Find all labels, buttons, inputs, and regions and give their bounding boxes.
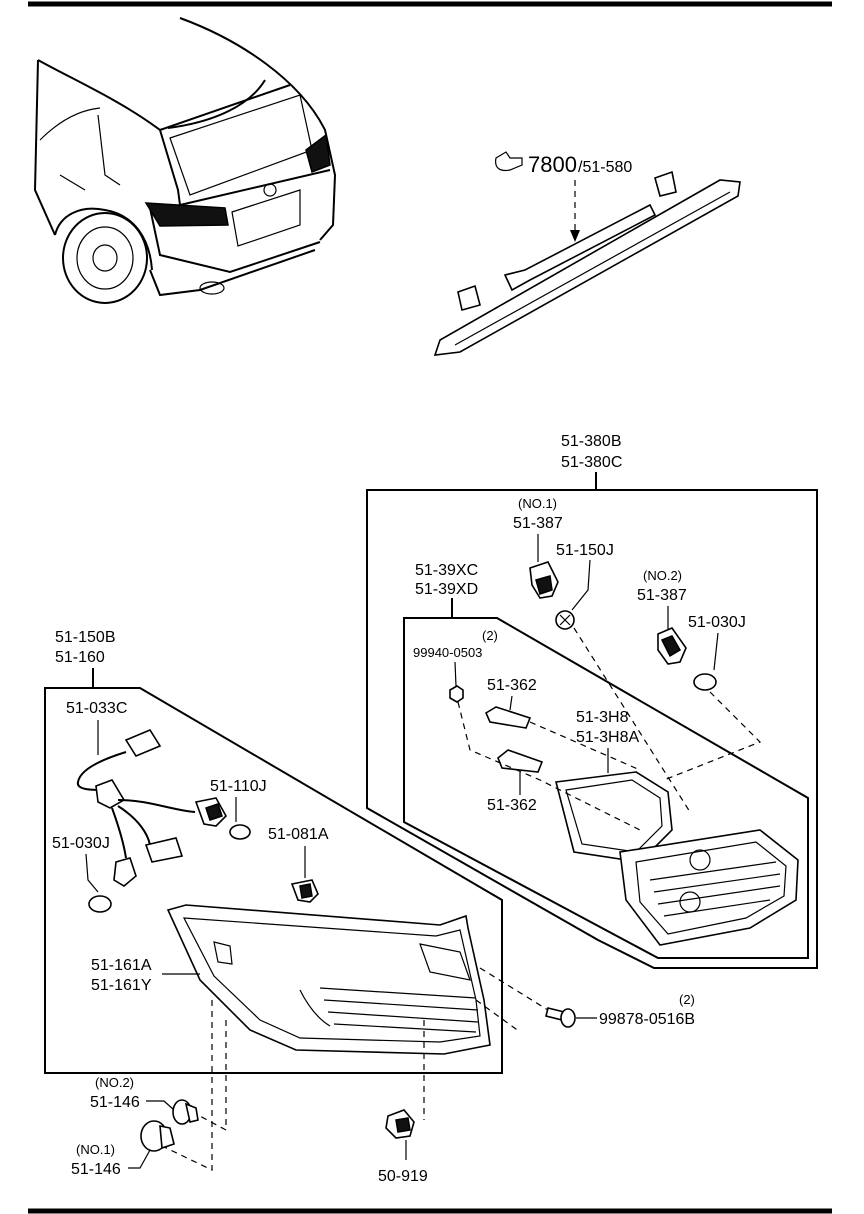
rear-wheel: [62, 212, 148, 304]
label-nut: 99940-0503: [413, 645, 482, 660]
label-grom-no1: 51-146: [71, 1161, 121, 1178]
vehicle-rear-illustration: [33, 17, 337, 304]
label-grom-no1-qty: (NO.1): [76, 1142, 115, 1157]
reference-note: 7800 /51-580: [495, 151, 632, 177]
bolt: [545, 1007, 576, 1028]
tail-lamp-right-highlight: [305, 133, 331, 174]
label-clip-919: 50-919: [378, 1168, 428, 1185]
pad-upper: [484, 706, 532, 729]
wire-harness: [76, 729, 227, 887]
pointing-hand-icon: [495, 151, 523, 172]
bulb-110j: [229, 824, 251, 840]
outer-tail-lamp: [166, 904, 491, 1055]
label-assy-150b: 51-150B: [55, 629, 116, 646]
label-lamp-161y: 51-161Y: [91, 977, 152, 994]
label-bolt-qty: (2): [679, 992, 695, 1007]
label-bulb-030j-upper: 51-030J: [688, 614, 746, 631]
assy-380-frame: [366, 489, 818, 969]
label-pad-lower: 51-362: [487, 797, 537, 814]
label-pad-upper: 51-362: [487, 677, 537, 694]
label-assy-380-a: 51-380B: [561, 433, 622, 450]
reference-sub: /51-580: [578, 159, 632, 176]
bulb-030j-lower: [88, 895, 112, 913]
high-mount-stop-lamp: [433, 170, 741, 356]
label-bulb-no1: 51-387: [513, 515, 563, 532]
nut-icon: [449, 685, 464, 703]
grommet-no2: [172, 1099, 199, 1125]
label-bolt: 99878-0516B: [599, 1011, 695, 1028]
label-grom-no2: 51-146: [90, 1094, 140, 1111]
inner-lamp: [619, 829, 799, 946]
label-socket-150j-upper: 51-150J: [556, 542, 614, 559]
label-nut-qty: (2): [482, 628, 498, 643]
label-grom-no2-qty: (NO.2): [95, 1075, 134, 1090]
reference-main: 7800: [528, 152, 577, 177]
label-lens-39-a: 51-39XC: [415, 562, 478, 579]
label-bulb-no2-qty: (NO.2): [643, 568, 682, 583]
pad-lower: [497, 749, 544, 773]
gasket: [554, 771, 673, 863]
grommet-no1: [140, 1120, 175, 1152]
label-bulb-no1-qty: (NO.1): [518, 496, 557, 511]
socket-no1: [529, 561, 559, 599]
label-assy-160: 51-160: [55, 649, 105, 666]
label-socket-110j: 51-110J: [210, 778, 267, 795]
label-bulb-no2: 51-387: [637, 587, 687, 604]
label-harness: 51-033C: [66, 700, 127, 717]
label-lamp-161a: 51-161A: [91, 957, 152, 974]
label-bulb-030j-lower: 51-030J: [52, 835, 110, 852]
assy-150-frame: [44, 687, 503, 1074]
clip-919: [385, 1109, 415, 1139]
label-assy-380-b: 51-380C: [561, 454, 622, 471]
socket-no2: [657, 627, 687, 665]
tail-lamp-left-highlight: [144, 202, 229, 227]
label-lens-39-b: 51-39XD: [415, 581, 478, 598]
lens-assy-frame: [403, 617, 809, 959]
bulb-030j-upper: [693, 673, 717, 691]
label-gasket-a: 51-3H8: [576, 709, 629, 726]
bulb-150j-upper: [555, 610, 575, 630]
label-gasket-b: 51-3H8A: [576, 729, 639, 746]
label-clip-081a: 51-081A: [268, 826, 329, 843]
clip-081a: [290, 879, 319, 903]
